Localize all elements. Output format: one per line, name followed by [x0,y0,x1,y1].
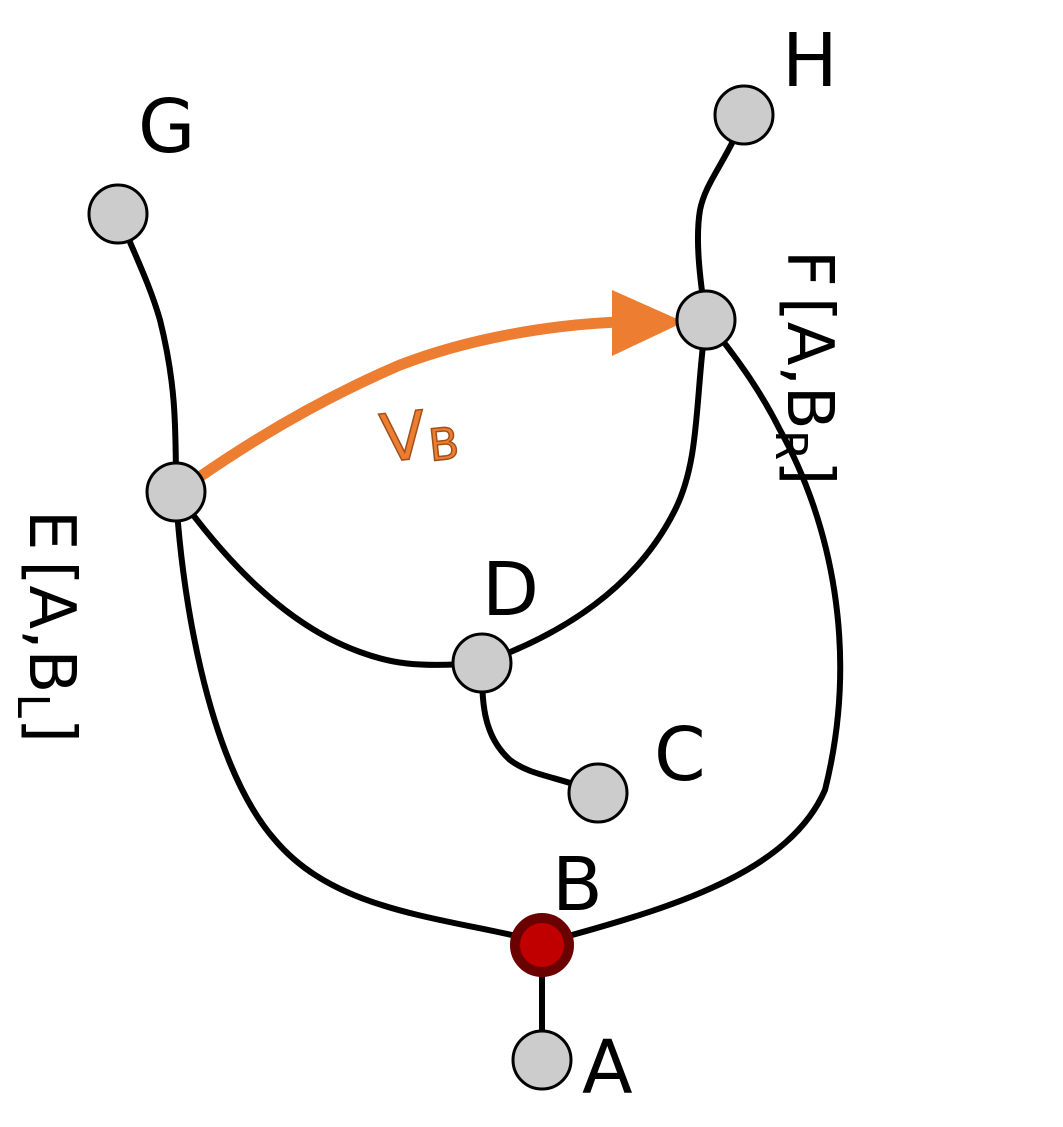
label-h: H [782,18,838,104]
vb-arrow-shaft [192,316,624,484]
edges [115,112,844,1061]
nodes [87,84,775,1091]
label-f: F[A,BR] [765,250,846,485]
label-c: C [654,712,706,798]
node-b [510,913,574,977]
node-c [567,762,629,824]
edge-b-e [173,489,515,938]
node-g [87,183,149,245]
node-labels: G H D C B A [138,18,838,1111]
vb-arrow: VB [192,290,684,484]
node-f [675,289,737,351]
label-b: B [552,842,603,928]
edge-f-h [694,112,747,323]
vb-label: VB [377,393,462,478]
node-a [511,1029,573,1091]
node-d [451,632,513,694]
label-a: A [582,1025,633,1111]
label-e: E[A,BL] [7,510,88,743]
edge-e-g [115,211,179,495]
node-h [713,84,775,146]
edge-d-c [479,660,601,795]
edge-d-f [479,317,709,666]
node-e [145,461,207,523]
vb-arrow-head [612,290,684,356]
edge-e-d [173,489,485,668]
edge-b-f [569,317,844,938]
label-g: G [138,84,195,170]
label-e-group: E[A,BL] [7,510,88,743]
label-d: D [482,547,539,633]
label-f-group: F[A,BR] [765,250,846,485]
